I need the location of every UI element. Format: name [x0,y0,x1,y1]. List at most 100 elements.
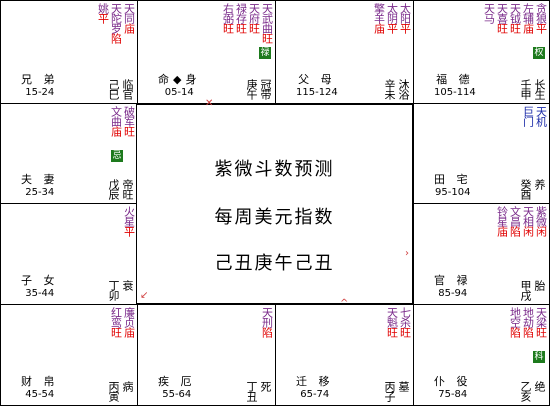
star-name: 天刑 [260,307,274,327]
star-column: 破军旺 [122,106,136,136]
marker-arrow-icon: › [405,248,409,259]
palace-stem-branch: 己巳临官 [107,79,134,99]
star-list: 紫微闲天相闲文昌陷铃星庙 [495,206,548,236]
star-list: 天梁旺地劫陷地空陷 [508,307,548,337]
palace-state: 病 [121,381,134,391]
palace-age-range: 25-34 [25,187,55,198]
star-brightness: 庙 [122,327,136,337]
star-name: 擎羊 [372,3,386,23]
palace-stem-branch: 甲戌胎 [519,280,546,300]
star-name: 天同 [122,3,136,23]
palace-stem-branch: 癸酉养 [519,179,546,199]
star-column: 天马 [482,3,496,33]
star-name: 左辅 [521,3,535,23]
star-list: 廉贞庙红鸾旺 [109,307,136,337]
palace-stem: 丙寅 [107,381,120,401]
transform-badge: 科 [533,351,545,363]
palace-stem: 甲戌 [519,280,532,300]
star-column: 天陀罗陷 [109,3,123,43]
star-name: 廉贞 [122,307,136,327]
star-column: 太阴平 [385,3,399,33]
palace-age-range: 15-24 [25,87,55,98]
palace-name: 仆 役 [434,375,472,388]
palace-age-range: 65-74 [300,389,330,400]
marker-arrow-icon: ^ [340,298,349,309]
palace-age-range: 45-54 [25,389,55,400]
palace-stem: 己巳 [107,79,120,99]
marker-arrow-icon: ✕ [205,98,214,109]
star-column: 巨门 [521,106,535,126]
star-name: 禄存 [234,3,248,23]
star-list: 天机巨门 [521,106,548,126]
transform-badge: 禄 [259,47,271,59]
star-column: 天钺旺 [508,3,522,33]
star-name: 天陀罗 [109,3,123,33]
star-column: 右弼旺 [221,3,235,43]
star-list: 破军旺文曲庙 [109,106,136,136]
palace-stem: 乙亥 [519,381,532,401]
star-brightness: 陷 [508,226,522,236]
palace-state: 临官 [121,79,134,99]
star-name: 红鸾 [109,307,123,327]
star-name: 地空 [508,307,522,327]
star-name: 天魁 [385,307,399,327]
palace-stem-branch: 庚午冠带 [245,79,272,99]
palace-name: 疾 厄 [158,375,196,388]
palace-name: 夫 妻 [21,173,59,186]
star-brightness: 旺 [495,23,509,33]
palace-age-range: 55-64 [162,389,192,400]
star-column: 火星平 [122,206,136,236]
star-name: 巨门 [521,106,535,126]
star-column: 紫微闲 [534,206,548,236]
star-column: 天魁旺 [385,307,399,337]
transform-badge: 权 [533,47,545,59]
star-brightness: 旺 [247,23,261,33]
palace-state: 帝旺 [121,179,134,199]
palace-age-range: 85-94 [438,288,468,299]
palace-stem-branch: 辛未沐浴 [383,79,410,99]
star-name: 天钺 [508,3,522,23]
star-column: 贪狼平 [534,3,548,33]
star-brightness: 旺 [534,327,548,337]
palace-stem: 癸酉 [519,179,532,199]
palace-state: 墓 [397,381,410,391]
palace-stem-branch: 丁丑死 [245,381,272,401]
palace-name: 田 宅 [434,173,472,186]
star-column: 廉贞庙 [122,307,136,337]
star-column: 禄存旺 [234,3,248,43]
palace-state: 养 [533,179,546,189]
palace-stem: 庚午 [245,79,258,99]
star-column: 地空陷 [508,307,522,337]
star-brightness: 陷 [109,33,123,43]
star-name: 贪狼 [534,3,548,23]
star-name: 天府 [247,3,261,23]
palace-age-range: 95-104 [435,187,471,198]
palace-stem-branch: 乙亥绝 [519,381,546,401]
star-name: 火星 [122,206,136,226]
palace-stem: 丙子 [383,381,396,401]
center-line-2: 每周美元指数 [214,207,335,228]
star-brightness: 平 [122,226,136,236]
star-name: 地劫 [521,307,535,327]
palace-state: 死 [259,381,272,391]
star-column: 天梁旺 [534,307,548,337]
star-brightness: 旺 [234,23,248,33]
star-brightness: 旺 [385,327,399,337]
star-brightness: 旺 [122,126,136,136]
star-name: 文昌 [508,206,522,226]
